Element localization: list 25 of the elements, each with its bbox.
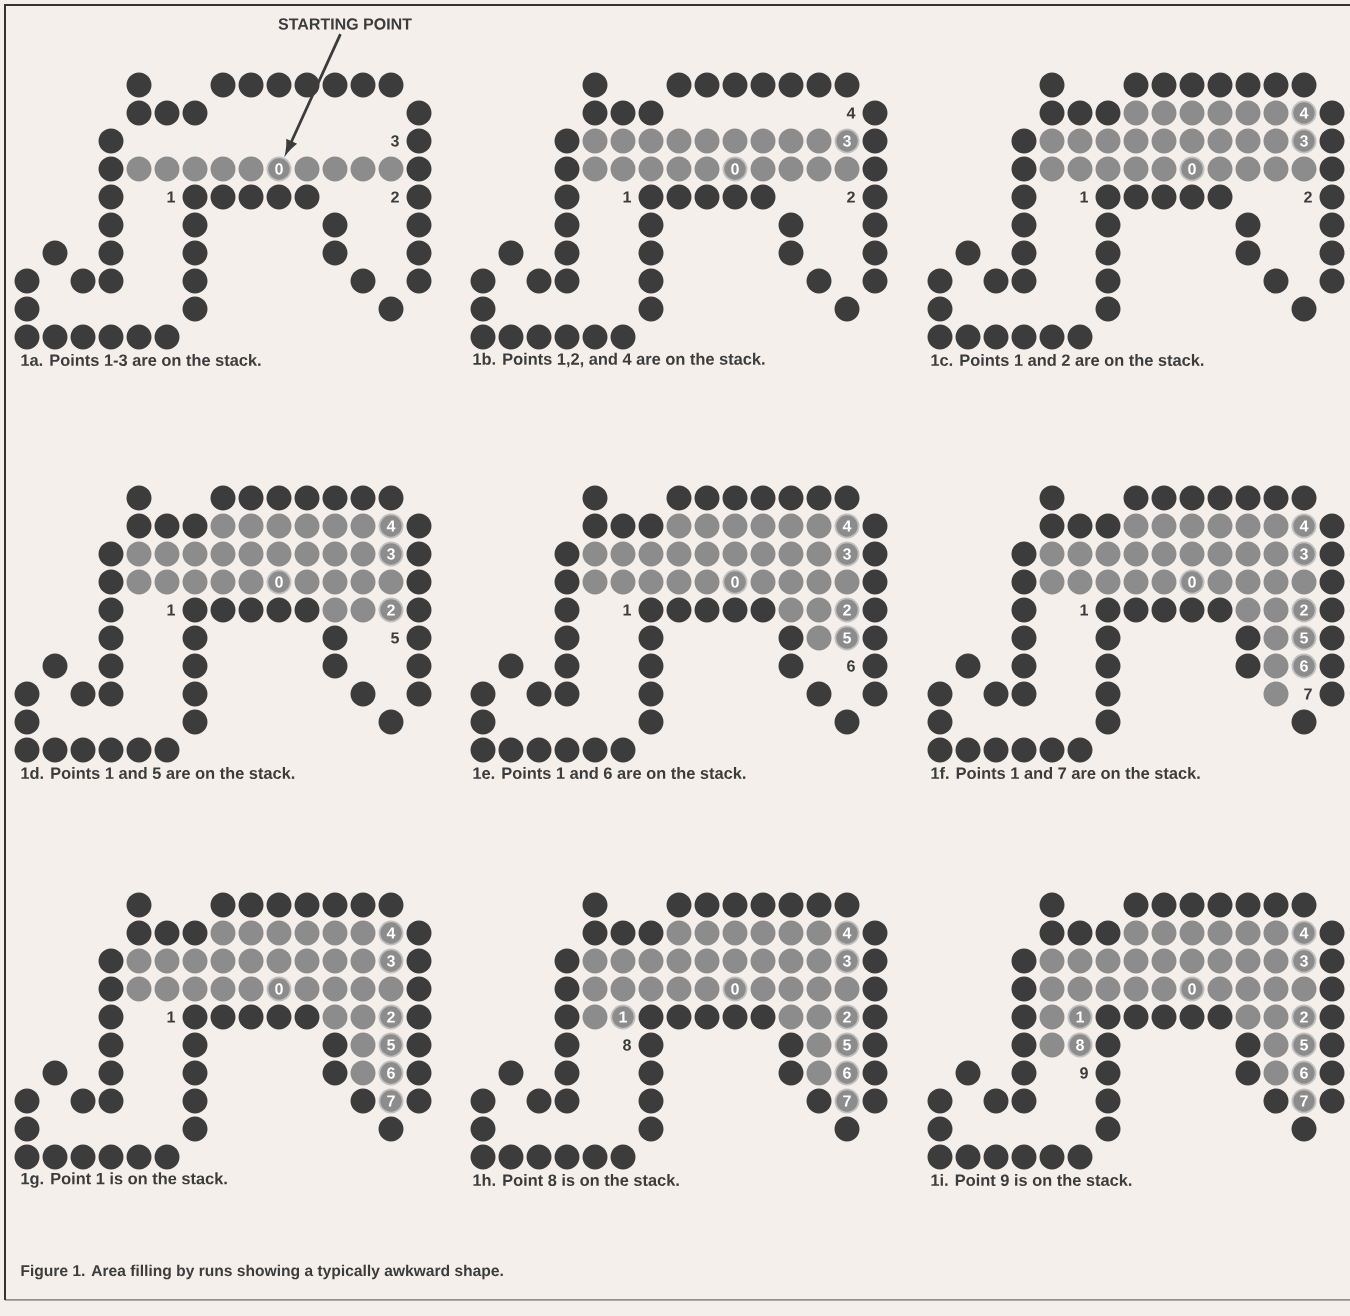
panel-caption: 1h. Point 8 is on the stack. <box>473 1173 679 1186</box>
point-number: 9 <box>1080 1067 1088 1079</box>
point-number: 1 <box>167 604 175 616</box>
panel-caption: 1i. Point 9 is on the stack. <box>931 1173 1132 1186</box>
panel-caption: 1b. Points 1,2, and 4 are on the stack. <box>473 352 765 368</box>
panel-caption: 1c. Points 1 and 2 are on the stack. <box>931 353 1204 366</box>
point-number: 3 <box>390 135 399 147</box>
point-number: 2 <box>1304 191 1312 203</box>
panel-caption: 1e. Points 1 and 6 are on the stack. <box>473 766 746 779</box>
panel-caption: 1d. Points 1 and 5 are on the stack. <box>21 766 295 779</box>
panel-caption: 1g. Point 1 is on the stack. <box>21 1172 227 1188</box>
point-number: 1 <box>1080 604 1088 616</box>
point-number: 1 <box>167 1011 175 1023</box>
point-number: 7 <box>1304 688 1312 700</box>
point-number: 2 <box>847 191 855 203</box>
point-number: 6 <box>847 660 855 672</box>
panel-caption: 1a. Points 1-3 are on the stack. <box>21 353 261 367</box>
point-number: 1 <box>623 604 631 616</box>
point-number: 1 <box>167 191 175 203</box>
panel-caption: 1f. Points 1 and 7 are on the stack. <box>931 766 1200 779</box>
figure-caption: Figure 1. Area filling by runs showing a typically awkward shape. <box>21 1264 503 1280</box>
pointer-label: STARTING POINT <box>278 18 412 30</box>
point-number: 1 <box>623 191 631 203</box>
point-number: 1 <box>1080 191 1088 203</box>
point-number: 2 <box>391 191 399 203</box>
